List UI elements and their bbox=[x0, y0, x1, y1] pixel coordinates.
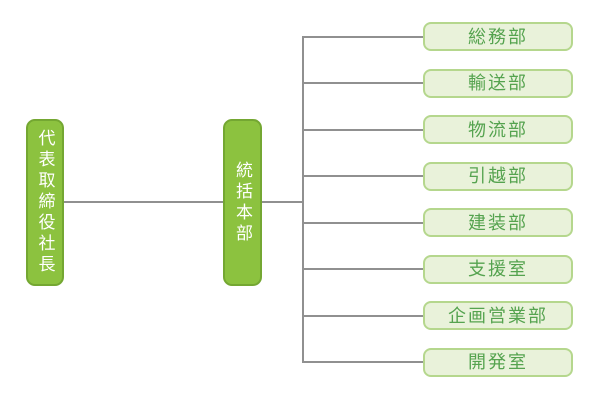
dept-label: 建装部 bbox=[468, 212, 528, 233]
dept-label: 引越部 bbox=[468, 166, 528, 186]
connector-branch-2 bbox=[303, 82, 423, 84]
dept-box-general-affairs: 総務部 bbox=[423, 22, 573, 51]
dept-label: 総務部 bbox=[468, 26, 528, 47]
dept-box-planning-sales: 企画営業部 bbox=[423, 301, 573, 330]
dept-label: 開発室 bbox=[468, 352, 528, 372]
dept-box-construction: 建装部 bbox=[423, 208, 573, 237]
connector-branch-8 bbox=[303, 361, 423, 363]
dept-label: 輸送部 bbox=[468, 73, 528, 93]
dept-box-development: 開発室 bbox=[423, 347, 573, 377]
connector-branch-6 bbox=[303, 268, 423, 270]
connector-branch-3 bbox=[303, 128, 423, 131]
dept-box-support: 支援室 bbox=[423, 254, 573, 284]
dept-label: 物流部 bbox=[468, 119, 528, 140]
dept-box-transport: 輸送部 bbox=[423, 68, 573, 98]
dept-box-logistics: 物流部 bbox=[423, 115, 573, 144]
dept-label: 企画営業部 bbox=[448, 305, 548, 326]
dept-label: 支援室 bbox=[468, 259, 528, 279]
division-label: 統括本部 bbox=[233, 160, 252, 245]
dept-box-moving: 引越部 bbox=[423, 161, 573, 191]
connector-spine bbox=[302, 36, 304, 363]
connector-branch-5 bbox=[303, 221, 423, 224]
connector-branch-1 bbox=[303, 35, 423, 38]
president-box: 代表取締役社長 bbox=[26, 119, 64, 286]
connector-president-to-division bbox=[64, 201, 223, 203]
division-box: 統括本部 bbox=[223, 119, 262, 286]
connector-branch-7 bbox=[303, 314, 423, 317]
connector-division-to-spine bbox=[262, 201, 303, 203]
president-label: 代表取締役社長 bbox=[35, 129, 55, 276]
connector-branch-4 bbox=[303, 175, 423, 177]
